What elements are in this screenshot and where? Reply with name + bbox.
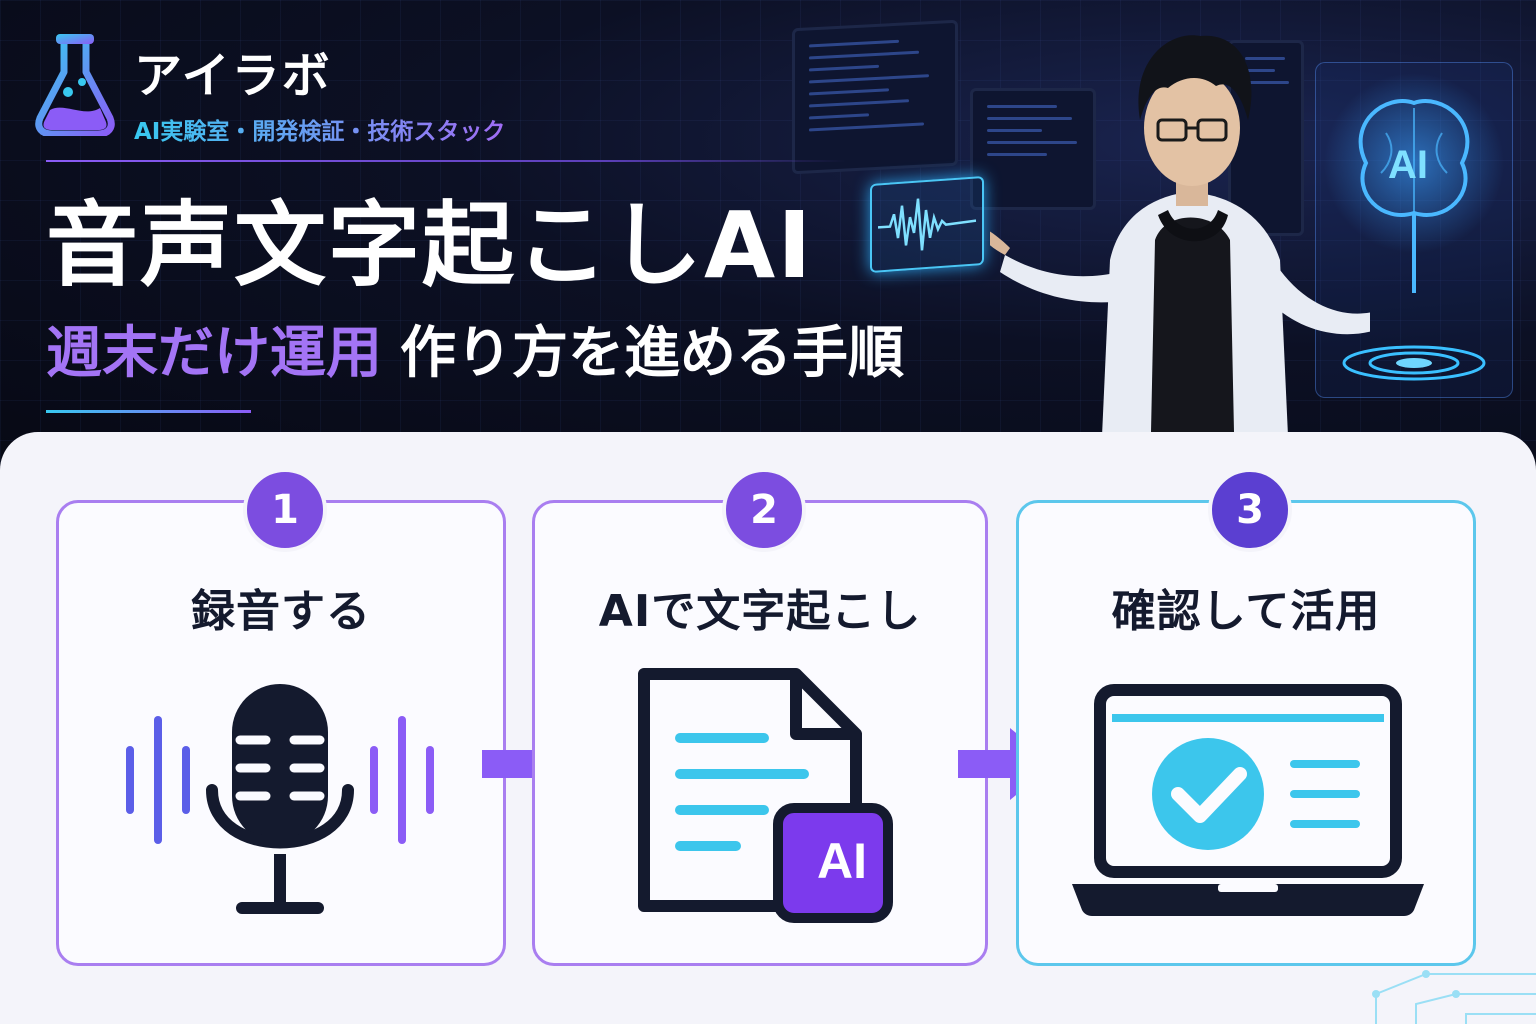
brand-name: アイラボ	[134, 48, 332, 104]
step-number-badge-2: 2	[722, 468, 806, 552]
ai-document-icon	[638, 668, 893, 923]
circuit-decoration	[1372, 970, 1536, 1024]
laptop-check-icon	[1072, 684, 1424, 916]
subtitle-text: 作り方を進める手順	[400, 321, 904, 386]
developer-character-illustration	[990, 35, 1370, 470]
ai-badge-label: AI	[817, 833, 867, 889]
step-label-3: 確認して活用	[1111, 586, 1381, 637]
step-number-badge-1: 1	[243, 468, 327, 552]
subtitle-highlight: 週末だけ運用	[46, 321, 382, 386]
step-number-badge-3: 3	[1208, 468, 1292, 552]
code-monitor-left	[792, 19, 958, 175]
accent-underline	[46, 410, 251, 413]
divider-line	[46, 160, 846, 162]
page-title: 音声文字起こしAI	[46, 192, 814, 299]
step-label-2: AIで文字起こし	[598, 586, 922, 637]
waveform-icon	[878, 198, 977, 251]
microphone-icon	[126, 684, 434, 914]
step-label-1: 録音する	[191, 586, 371, 637]
flask-logo-icon	[35, 34, 115, 136]
brain-icon	[1324, 73, 1504, 381]
page-subtitle: 週末だけ運用作り方を進める手順	[46, 326, 904, 382]
hero-banner: AI アイラボ AI実験室・開発検証・技術スタック	[0, 0, 1536, 470]
code-monitor-center	[970, 88, 1096, 210]
ai-brain-hologram: AI	[1315, 62, 1513, 398]
brand-tagline: AI実験室・開発検証・技術スタック	[134, 112, 505, 146]
holo-ai-label: AI	[1388, 143, 1428, 187]
waveform-hologram	[870, 176, 984, 273]
